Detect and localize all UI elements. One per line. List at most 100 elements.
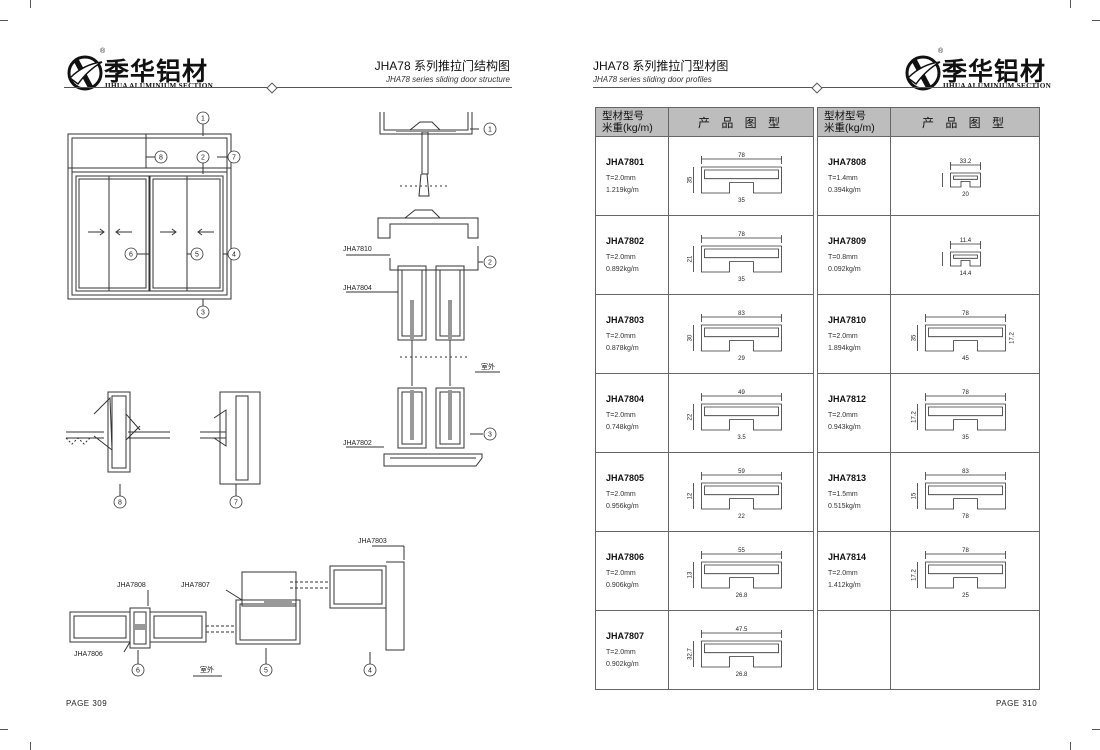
dimension-label: 13 <box>688 571 694 578</box>
crop-mark <box>30 0 31 8</box>
title-cn: JHA78 系列推拉门结构图 <box>374 59 510 73</box>
profile-weight: 1.219kg/m <box>606 187 639 194</box>
dimension-label: 17.2 <box>912 569 918 581</box>
profile-code: JHA7814 <box>828 552 867 562</box>
dimension-label: 25 <box>962 593 969 599</box>
dimension-line <box>942 241 981 266</box>
profile-weight: 0.394kg/m <box>828 187 861 194</box>
dimension-label: 17.2 <box>1010 332 1016 344</box>
registered-mark: ® <box>938 48 944 55</box>
crop-mark <box>30 742 31 750</box>
dimension-line <box>693 472 782 509</box>
dimension-label: 30 <box>688 334 694 341</box>
profile-drawing-cell: 78 35 35 <box>668 136 814 216</box>
profile-thickness: T=2.0mm <box>606 412 636 419</box>
header-rule <box>64 82 512 94</box>
profile-section-drawing: 11.4 14.4 <box>942 238 981 277</box>
dimension-label: 35 <box>962 435 969 441</box>
profile-thickness: T=2.0mm <box>606 649 636 656</box>
profile-id-cell <box>817 610 891 690</box>
dimension-line <box>917 314 1006 351</box>
profile-weight: 0.515kg/m <box>828 503 861 510</box>
dimension-line <box>693 393 782 430</box>
profile-code: JHA7808 <box>828 157 867 167</box>
model-header-line2: 米重(kg/m) <box>602 122 653 134</box>
crop-mark <box>1070 0 1071 8</box>
profile-code: JHA7810 <box>828 315 867 325</box>
profile-weight: 0.878kg/m <box>606 345 639 352</box>
dimension-line <box>917 393 1006 430</box>
dimension-label: 78 <box>738 232 745 238</box>
profile-thickness: T=2.0mm <box>606 333 636 340</box>
dimension-line <box>693 551 782 588</box>
dimension-label: 45 <box>962 356 969 362</box>
crop-mark <box>1092 20 1100 21</box>
profile-spec-table: 型材型号 米重(kg/m) 产 品 图 型 型材型号 米重(kg/m) 产 品 … <box>595 107 1040 690</box>
dimension-label: 3.5 <box>737 435 746 441</box>
dimension-label: 35 <box>688 176 694 183</box>
dimension-label: 11.4 <box>960 238 972 244</box>
dimension-label: 83 <box>962 469 969 475</box>
profile-weight: 0.902kg/m <box>606 661 639 668</box>
profile-thickness: T=2.0mm <box>606 570 636 577</box>
profile-code: JHA7801 <box>606 157 645 167</box>
dimension-label: 47.5 <box>736 627 748 633</box>
model-header-line1: 型材型号 <box>602 110 644 122</box>
dimension-label: 14.4 <box>960 271 972 277</box>
dimension-line <box>693 314 782 351</box>
brand-name-en: JIHUA ALUMINIUM SECTION <box>104 82 214 90</box>
profile-thickness: T=1.5mm <box>828 491 858 498</box>
dimension-label: 35 <box>738 198 745 204</box>
dimension-label: 78 <box>738 153 745 159</box>
page-number: PAGE 310 <box>996 699 1038 708</box>
dimension-line <box>693 235 782 272</box>
profile-code: JHA7813 <box>828 473 867 483</box>
brand-logo: ® 季华铝材 JIHUA ALUMINIUM SECTION <box>64 48 264 96</box>
profile-code: JHA7806 <box>606 552 645 562</box>
title-en: JHA78 series sliding door structure <box>385 75 510 84</box>
crop-mark <box>1092 729 1100 730</box>
dimension-label: 78 <box>962 390 969 396</box>
profile-weight: 1.894kg/m <box>828 345 861 352</box>
dimension-label: 78 <box>962 514 969 520</box>
profile-thickness: T=2.0mm <box>606 254 636 261</box>
profile-outline <box>950 172 981 188</box>
profile-outline <box>701 403 782 431</box>
profile-outline <box>925 561 1006 589</box>
dimension-label: 59 <box>738 469 745 475</box>
image-header: 产 品 图 型 <box>890 107 1040 137</box>
profile-code: JHA7809 <box>828 236 867 246</box>
profile-code: JHA7803 <box>606 315 645 325</box>
profile-outline <box>701 166 782 194</box>
profile-section-drawing: 78 35 35 <box>688 153 782 204</box>
profile-outline <box>701 640 782 668</box>
dimension-label: 32.7 <box>688 648 694 660</box>
profile-code: JHA7812 <box>828 394 867 404</box>
profile-code: JHA7807 <box>606 631 645 641</box>
profile-weight: 0.748kg/m <box>606 424 639 431</box>
profile-weight: 1.412kg/m <box>828 582 861 589</box>
crop-mark <box>1070 742 1071 750</box>
profile-outline <box>701 561 782 589</box>
